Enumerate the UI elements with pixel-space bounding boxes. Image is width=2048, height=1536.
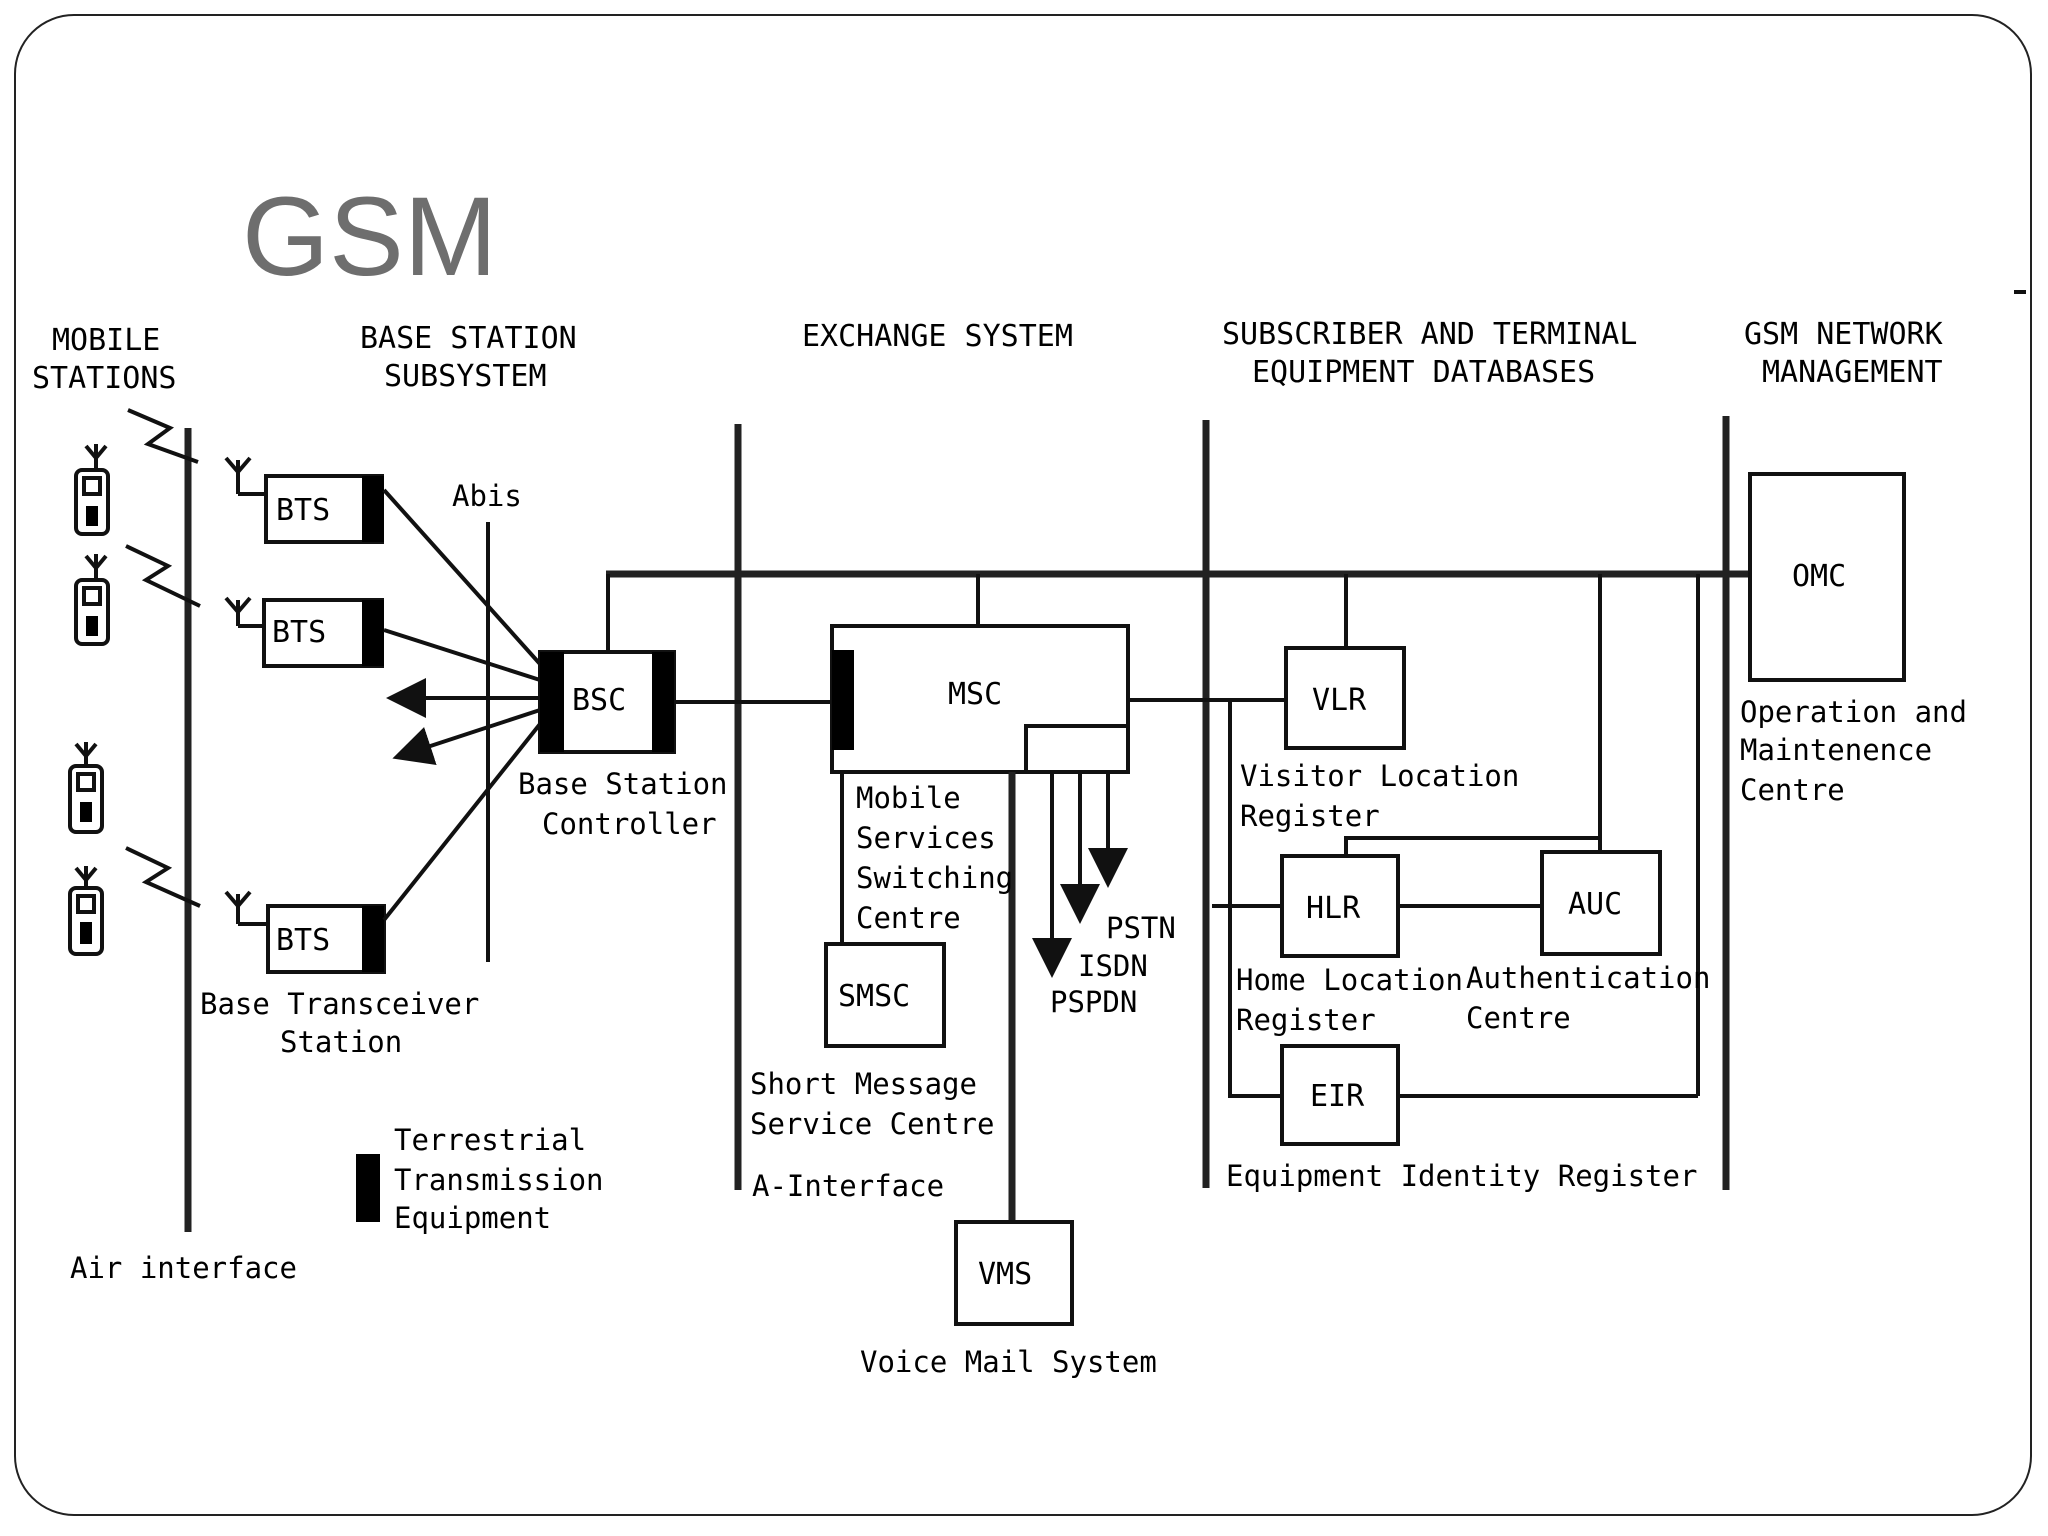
header-base-station-subsystem-line-2: SUBSYSTEM	[384, 359, 547, 394]
base-transceiver-station-line-1: Base Transceiver	[200, 987, 479, 1021]
eir-box: EIR	[1280, 1044, 1400, 1146]
hlr-to-auc-upper-link	[1344, 836, 1600, 856]
bts-antenna-icon	[224, 456, 266, 496]
base-transceiver-station-line-2: Station	[280, 1025, 402, 1059]
bts-2-to-bsc-link	[383, 628, 541, 682]
mobile-services-switching-centre-line-2: Services	[856, 821, 996, 855]
abis-label: Abis	[452, 479, 522, 513]
base-station-controller-label-line-1: Base Station	[518, 767, 728, 801]
bts-1-label: BTS	[276, 493, 330, 528]
bts-3-label: BTS	[276, 923, 330, 958]
mobile-phone-icon	[74, 444, 110, 536]
mobile-phone-icon	[74, 554, 110, 646]
mobile-services-switching-centre-line-1: Mobile	[856, 781, 961, 815]
a-interface-label: A-Interface	[752, 1169, 944, 1203]
terrestrial-transmission-legend-swatch	[356, 1154, 380, 1222]
bts-box-2: BTS	[262, 598, 384, 668]
operation-and-maintenance-centre-line-3: Centre	[1740, 773, 1845, 807]
header-exchange-system: EXCHANGE SYSTEM	[802, 319, 1073, 354]
vms-box: VMS	[954, 1220, 1074, 1326]
short-message-service-centre-line-2: Service Centre	[750, 1107, 994, 1141]
header-network-management-line-1: GSM NETWORK	[1744, 317, 1943, 352]
pstn-label: PSTN	[1106, 911, 1176, 945]
base-station-controller-label-line-2: Controller	[542, 807, 717, 841]
bts-antenna-icon	[224, 596, 266, 628]
vlr-label: VLR	[1312, 683, 1367, 718]
visitor-location-register-line-1: Visitor Location	[1240, 759, 1519, 793]
radio-link-icon	[125, 846, 201, 908]
air-interface-label: Air interface	[70, 1251, 297, 1285]
voice-mail-system-label: Voice Mail System	[860, 1345, 1157, 1379]
operation-and-maintenance-centre-line-2: Maintenence	[1740, 733, 1932, 767]
header-databases-line-2: EQUIPMENT DATABASES	[1252, 355, 1595, 390]
mobile-services-switching-centre-line-3: Switching	[856, 861, 1013, 895]
short-message-service-centre-line-1: Short Message	[750, 1067, 977, 1101]
isdn-label: ISDN	[1078, 949, 1148, 983]
header-databases-line-1: SUBSCRIBER AND TERMINAL	[1222, 317, 1637, 352]
hlr-label: HLR	[1306, 891, 1361, 926]
mobile-phone-icon	[68, 866, 104, 956]
visitor-location-register-line-2: Register	[1240, 799, 1380, 833]
slide-title: GSM	[242, 174, 498, 299]
bsc-label: BSC	[572, 683, 626, 718]
mobile-services-switching-centre-line-4: Centre	[856, 901, 961, 935]
header-mobile-stations-line-1: MOBILE	[52, 323, 160, 358]
msc-label: MSC	[948, 677, 1002, 712]
msc-box: MSC	[830, 624, 1130, 774]
home-location-register-line-2: Register	[1236, 1003, 1376, 1037]
omc-box: OMC	[1748, 472, 1906, 682]
smsc-label: SMSC	[838, 979, 910, 1014]
hlr-box: HLR	[1280, 854, 1400, 958]
vlr-box: VLR	[1284, 646, 1406, 750]
bts-1-to-bsc-link	[382, 488, 542, 666]
authentication-centre-line-1: Authentication	[1466, 961, 1710, 995]
operation-and-maintenance-centre-line-1: Operation and	[1740, 695, 1967, 729]
bsc-box: BSC	[538, 650, 676, 754]
bts-box-3: BTS	[266, 904, 386, 974]
equipment-identity-register-label: Equipment Identity Register	[1226, 1159, 1697, 1193]
smsc-box: SMSC	[824, 942, 946, 1048]
header-base-station-subsystem-line-1: BASE STATION	[360, 321, 577, 356]
bsc-outgoing-arrow	[392, 708, 541, 766]
pspdn-label: PSPDN	[1050, 985, 1137, 1019]
bts-2-label: BTS	[272, 615, 326, 650]
terrestrial-transmission-equipment-line-1: Terrestrial	[394, 1123, 586, 1157]
terrestrial-transmission-equipment-line-2: Transmission	[394, 1163, 604, 1197]
omc-label: OMC	[1792, 559, 1846, 594]
auc-box: AUC	[1540, 850, 1662, 956]
header-mobile-stations-line-2: STATIONS	[32, 361, 177, 396]
mobile-phone-icon	[68, 742, 104, 834]
radio-link-icon	[127, 408, 199, 464]
msc-to-hlr-eir-bracket	[1228, 700, 1282, 1098]
authentication-centre-line-2: Centre	[1466, 1001, 1571, 1035]
radio-link-icon	[125, 544, 201, 608]
terrestrial-transmission-equipment-line-3: Equipment	[394, 1201, 551, 1235]
vms-label: VMS	[978, 1257, 1032, 1292]
bts-box-1: BTS	[264, 474, 384, 544]
eir-label: EIR	[1310, 1079, 1365, 1114]
auc-label: AUC	[1568, 887, 1622, 922]
home-location-register-line-1: Home Location	[1236, 963, 1463, 997]
header-network-management-line-2: MANAGEMENT	[1762, 355, 1943, 390]
bts-3-to-bsc-link	[382, 722, 542, 922]
bts-antenna-icon	[224, 890, 266, 926]
